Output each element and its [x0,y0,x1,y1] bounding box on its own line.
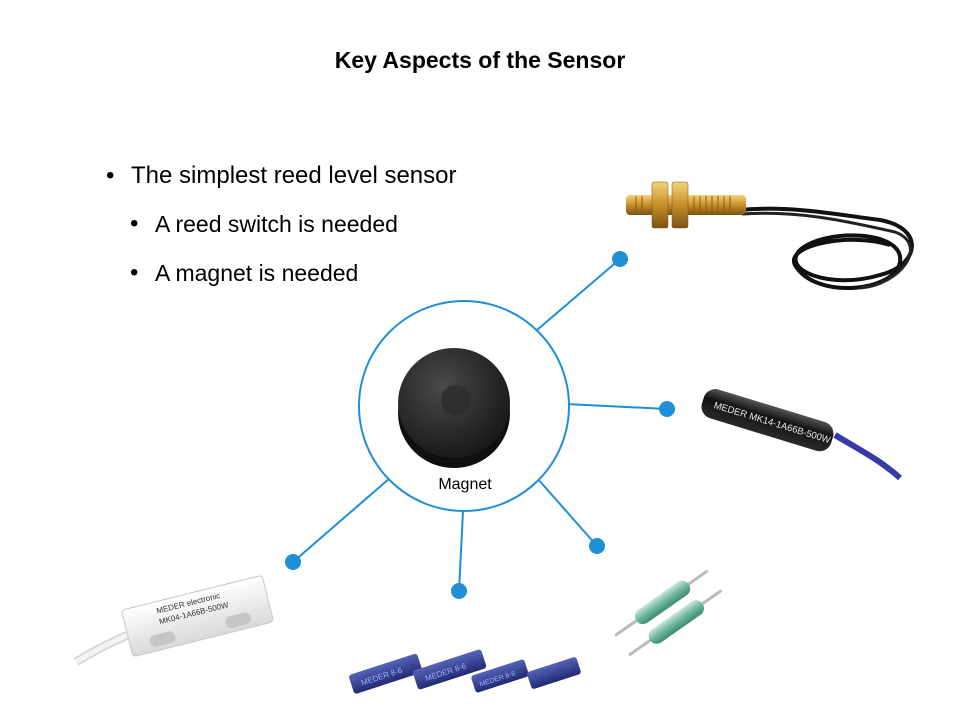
bullet-text: The simplest reed level sensor [131,162,457,189]
bullet-text: A reed switch is needed [155,211,398,237]
bullet-item: • A reed switch is needed [106,208,456,241]
threaded-brass-sensor [626,181,914,291]
bullet-dot: • [106,162,115,189]
bullet-list: • The simplest reed level sensor • A ree… [106,160,456,306]
bullet-item: • A magnet is needed [106,257,456,290]
magnet-disc [398,348,510,468]
slide-title: Key Aspects of the Sensor [334,47,626,73]
connector-lines [292,258,668,592]
bullet-text: A magnet is needed [155,260,359,286]
bullet-dot: • [130,210,139,237]
connector-dots [285,251,675,599]
glass-reed-switches [614,569,723,657]
cylindrical-sensor: MEDER MK14-1A66B-500W [701,389,903,481]
magnet-label: Magnet [438,476,492,493]
bullet-dot: • [130,259,139,286]
surface-mount-reed-switches: MEDER 8-6 MEDER 8-6 MEDER 8-6 [349,649,581,694]
block-sensor: MEDER electronic MK04-1A66B-500W [73,575,274,666]
bullet-item: • The simplest reed level sensor [106,160,456,192]
